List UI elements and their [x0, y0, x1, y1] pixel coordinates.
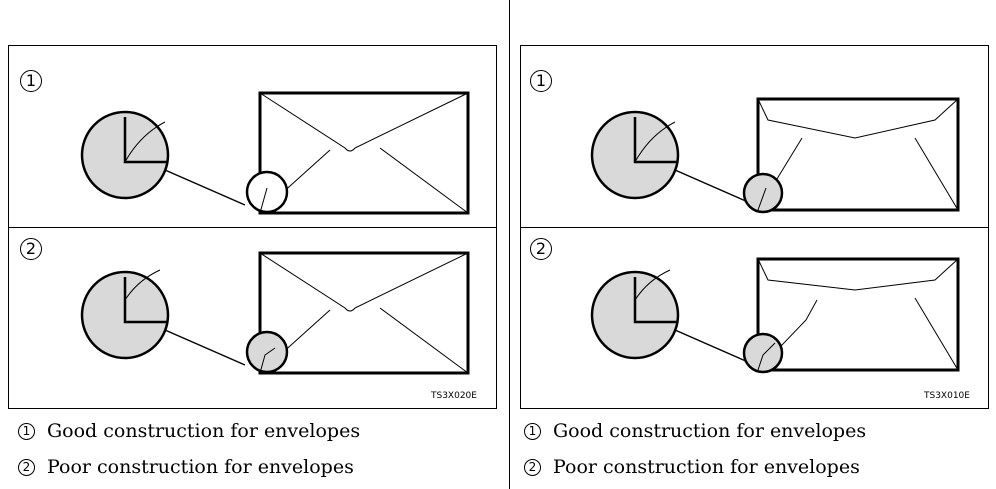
corner-highlight-circle	[742, 332, 784, 374]
magnifier-leader	[164, 329, 246, 366]
magnifier-seam	[634, 121, 676, 163]
right-caption-1-marker: 1	[524, 423, 541, 440]
corner-highlight-lines	[259, 187, 268, 214]
envelope-seam-right	[914, 297, 959, 371]
left-caption-2-text: Poor construction for envelopes	[47, 456, 354, 478]
right-caption-2: 2 Poor construction for envelopes	[524, 455, 860, 479]
left-caption-2-marker: 2	[18, 459, 35, 476]
right-cell-1-marker: 1	[530, 70, 552, 92]
envelope-body	[258, 251, 470, 375]
right-cell-2-marker: 2	[530, 238, 552, 260]
magnifier-corner	[633, 277, 677, 324]
magnifier-leader	[674, 329, 749, 363]
right-caption-2-marker: 2	[524, 459, 541, 476]
corner-highlight-circle	[742, 172, 784, 214]
left-caption-2: 2 Poor construction for envelopes	[18, 455, 354, 479]
left-cell-1-marker: 1	[20, 70, 42, 92]
left-figure-code: TS3X020E	[431, 391, 477, 401]
corner-highlight-lines	[259, 347, 276, 374]
magnifier-leader	[674, 169, 749, 203]
corner-highlight-lines	[757, 342, 776, 371]
envelope-seam-right	[914, 137, 959, 211]
right-caption-1-text: Good construction for envelopes	[553, 420, 867, 442]
magnifier-seam	[124, 121, 166, 163]
magnifier-corner	[123, 277, 167, 324]
envelope-body	[756, 257, 960, 372]
left-caption-1-marker: 1	[18, 423, 35, 440]
envelope-flap	[757, 98, 959, 139]
magnifier-leader	[164, 169, 246, 206]
envelope-body	[756, 97, 960, 212]
right-good-envelope-illustration	[590, 97, 960, 214]
left-good-envelope-illustration	[80, 91, 470, 215]
envelope-flap	[259, 252, 469, 312]
envelope-flap	[757, 258, 959, 291]
envelope-seam-right	[379, 147, 469, 214]
corner-highlight-circle	[245, 170, 289, 214]
corner-highlight-lines	[757, 187, 767, 211]
right-caption-1: 1 Good construction for envelopes	[524, 419, 866, 443]
envelope-body	[258, 91, 470, 215]
right-figure-row-divider	[520, 227, 989, 228]
left-caption-1-text: Good construction for envelopes	[47, 420, 361, 442]
envelope-seam-right	[379, 307, 469, 374]
left-poor-envelope-illustration	[80, 251, 470, 375]
right-figure-code: TS3X010E	[924, 391, 970, 401]
left-cell-2-marker: 2	[20, 238, 42, 260]
magnifier-seam	[124, 269, 161, 301]
right-caption-2-text: Poor construction for envelopes	[553, 456, 860, 478]
column-divider	[509, 0, 510, 489]
corner-highlight-circle	[245, 330, 289, 374]
left-caption-1: 1 Good construction for envelopes	[18, 419, 360, 443]
left-figure-row-divider	[8, 227, 497, 228]
right-poor-envelope-illustration	[590, 257, 960, 374]
magnifier-seam	[634, 269, 671, 301]
envelope-flap	[259, 92, 469, 152]
